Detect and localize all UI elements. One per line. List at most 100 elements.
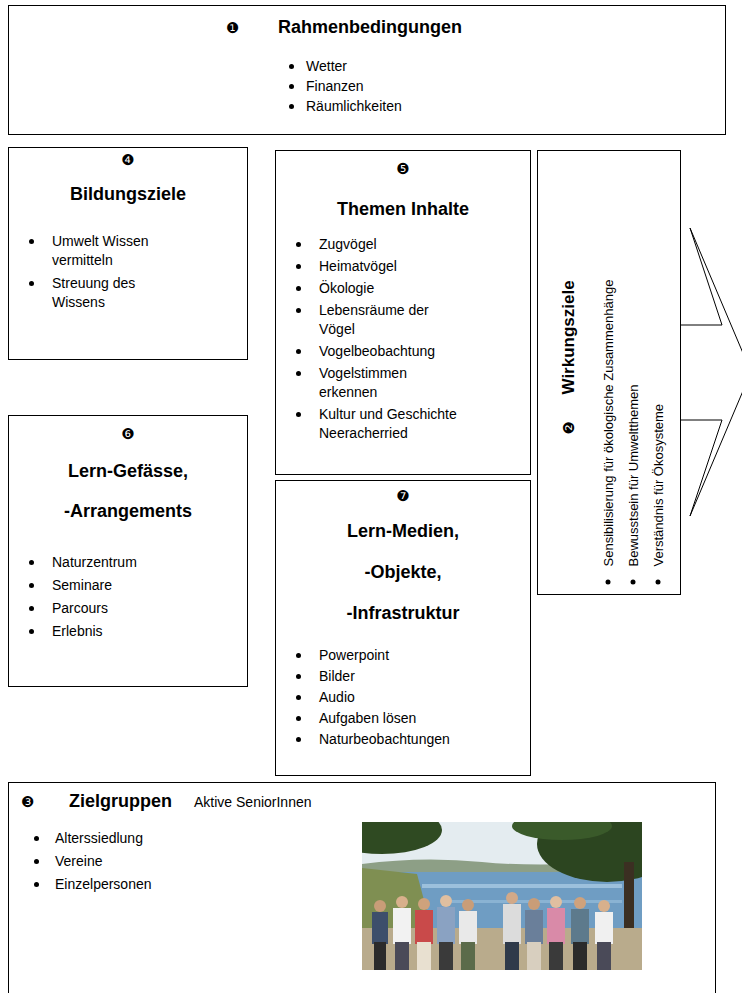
content-box: ❶RahmenbedingungenWetterFinanzenRäumlich… — [8, 5, 726, 135]
box-title: Zielgruppen — [69, 789, 172, 813]
callout-number: ❼ — [276, 486, 530, 506]
bullet-dot — [29, 239, 34, 244]
list-item: Naturzentrum — [52, 553, 137, 572]
list-item: Naturbeobachtungen — [319, 730, 450, 749]
title-word: Zielgruppen — [69, 791, 172, 811]
person-legs — [573, 942, 587, 970]
bullet-list: PowerpointBilderAudioAufgaben lösenNatur… — [276, 646, 530, 749]
callout-number: ❷ — [558, 394, 578, 434]
list-row: Heimatvögel — [296, 257, 530, 276]
person-legs — [549, 942, 563, 970]
bullet-dot — [655, 579, 660, 584]
person-legs — [417, 942, 431, 970]
list-item: Vereine — [55, 852, 102, 871]
list-row: Verständnis für Ökosysteme — [648, 151, 667, 584]
person-body — [415, 910, 433, 944]
content-box: ❹BildungszieleUmwelt Wissen vermittelnSt… — [8, 147, 248, 360]
list-row: Naturbeobachtungen — [296, 730, 530, 749]
list-row: Wetter — [289, 57, 725, 76]
person-body — [571, 909, 589, 944]
person-head — [396, 896, 408, 908]
list-item: Lebensräume der Vögel — [319, 301, 459, 339]
list-row: Sensibilisierung für ökologische Zusamme… — [598, 151, 617, 584]
effect-arrow — [681, 228, 742, 516]
list-row: Vogelstimmen erkennen — [296, 364, 530, 402]
photo-ripple — [422, 884, 622, 888]
person-legs — [439, 942, 453, 970]
person-body — [547, 908, 565, 944]
list-row: Audio — [296, 688, 530, 707]
bullet-dot — [296, 716, 301, 721]
bullet-list: Umwelt Wissen vermittelnStreuung des Wis… — [9, 232, 247, 312]
person-body — [595, 912, 613, 944]
photo-foliage — [512, 822, 612, 840]
photo-foliage — [362, 822, 442, 854]
bullet-list: Sensibilisierung für ökologische Zusamme… — [598, 151, 667, 594]
person-head — [374, 900, 386, 912]
list-row: Bewusstsein für Umweltthemen — [623, 151, 642, 584]
bullet-dot — [296, 371, 301, 376]
person-legs — [505, 942, 519, 970]
bullet-dot — [29, 560, 34, 565]
list-item: Alterssiedlung — [55, 829, 143, 848]
box-header: ❻ Lern-Gefässe, -Arrangements — [9, 424, 247, 531]
bullet-dot — [296, 242, 301, 247]
list-item: Kultur und Geschichte Neeracherried — [319, 405, 459, 443]
bullet-dot — [289, 64, 294, 69]
box-content: ❷Wirkungsziele Sensibilisierung für ökolo… — [538, 151, 680, 594]
list-item: Powerpoint — [319, 646, 389, 665]
person-legs — [461, 942, 475, 970]
title-word: Lern-Gefässe, — [68, 461, 188, 481]
callout-number: ❶ — [226, 18, 278, 38]
list-row: Seminare — [29, 576, 247, 595]
bullet-dot — [34, 882, 39, 887]
list-row: Bilder — [296, 667, 530, 686]
bullet-dot — [29, 629, 34, 634]
bullet-dot — [34, 836, 39, 841]
content-box: ❻ Lern-Gefässe, -ArrangementsNaturzentrum… — [8, 415, 248, 687]
list-row: Umwelt Wissen vermitteln — [29, 232, 247, 270]
box-header: ❶Rahmenbedingungen — [9, 15, 725, 39]
bullet-dot — [296, 674, 301, 679]
list-item: Räumlichkeiten — [306, 97, 402, 116]
list-item: Ökologie — [319, 279, 374, 298]
bullet-dot — [296, 653, 301, 658]
box-header: ❷Wirkungsziele — [556, 151, 580, 594]
bullet-list: AlterssiedlungVereineEinzelpersonen — [9, 829, 715, 894]
list-item: Seminare — [52, 576, 112, 595]
callout-number: ❻ — [9, 424, 247, 444]
callout-number: ❹ — [9, 150, 247, 170]
person-head — [574, 897, 586, 909]
callout-number: ❸ — [21, 792, 69, 812]
bullet-list: NaturzentrumSeminareParcoursErlebnis — [9, 553, 247, 641]
bullet-dot — [630, 579, 635, 584]
bullet-dot — [296, 308, 301, 313]
box-content: ❼Lern-Medien, -Objekte, -InfrastrukturPo… — [276, 481, 530, 749]
box-content: ❶RahmenbedingungenWetterFinanzenRäumlich… — [9, 6, 725, 116]
list-row: Kultur und Geschichte Neeracherried — [296, 405, 530, 443]
person-body — [459, 911, 477, 944]
person-head — [418, 898, 430, 910]
list-item: Erlebnis — [52, 622, 103, 641]
person-head — [528, 898, 540, 910]
box-header: ❸ZielgruppenAktive SeniorInnen — [9, 789, 715, 813]
list-item: Vogelstimmen erkennen — [319, 364, 459, 402]
title-word: Rahmenbedingungen — [278, 17, 462, 37]
title-word: Inhalte — [411, 199, 469, 219]
list-row: Finanzen — [289, 77, 725, 96]
title-word: -Arrangements — [64, 501, 192, 521]
content-box: ❷Wirkungsziele Sensibilisierung für ökolo… — [537, 150, 681, 595]
box-title: Wirkungsziele — [556, 280, 580, 394]
list-item: Finanzen — [306, 77, 364, 96]
title-word: -Infrastruktur — [346, 603, 459, 623]
person-head — [506, 892, 518, 904]
list-item: Aufgaben lösen — [319, 709, 416, 728]
callout-number: ❺ — [276, 159, 530, 179]
bullet-dot — [296, 737, 301, 742]
bullet-dot — [296, 286, 301, 291]
list-row: Powerpoint — [296, 646, 530, 665]
bullet-dot — [289, 84, 294, 89]
box-title: Rahmenbedingungen — [278, 15, 462, 39]
box-content: ❹BildungszieleUmwelt Wissen vermittelnSt… — [9, 148, 247, 312]
